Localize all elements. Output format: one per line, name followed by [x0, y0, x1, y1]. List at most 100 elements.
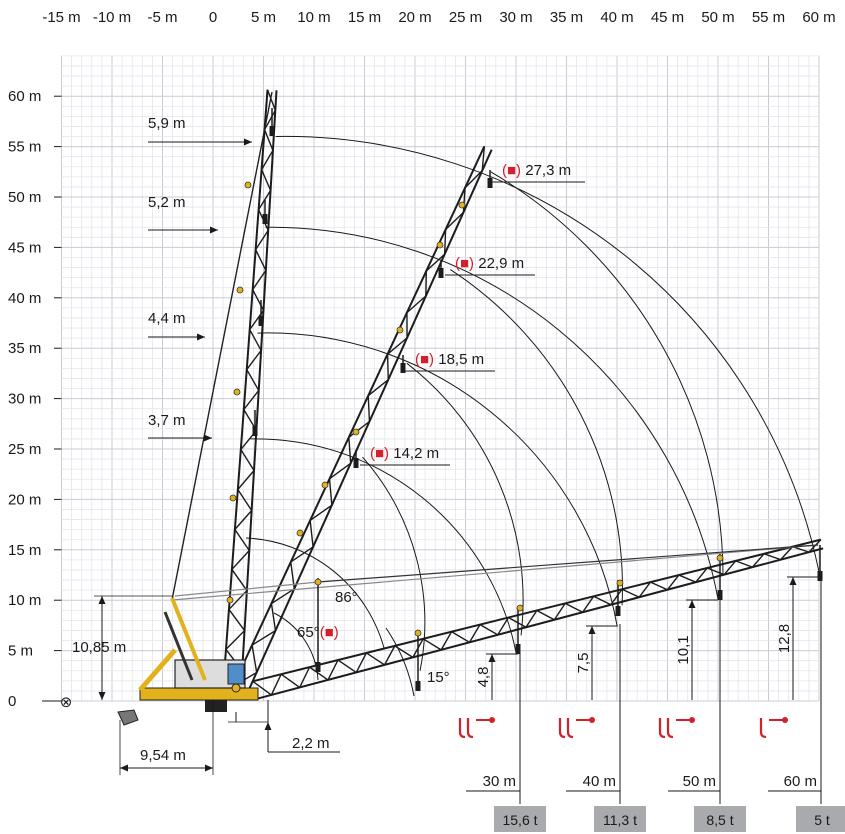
boom-lacing — [763, 553, 781, 561]
boom-drawings — [117, 89, 824, 726]
hook-block — [817, 571, 823, 581]
hook-indicator-dot — [689, 717, 695, 723]
inclined-boom — [231, 145, 493, 694]
boom-lacing — [564, 602, 583, 613]
x-tick-label: 55 m — [752, 9, 785, 26]
load-tag — [594, 806, 646, 832]
boom-lacing — [553, 602, 566, 621]
pivot-offset-label: 2,2 m — [292, 735, 330, 752]
radius-arc — [450, 269, 623, 606]
pendant-rope — [171, 91, 273, 601]
boom-lacing — [309, 520, 314, 548]
load-tag-label: 8,5 t — [706, 812, 733, 828]
hook-indicator-mark — [566, 718, 574, 739]
pivot-offset-arrowhead — [264, 722, 272, 730]
boom-lacing — [593, 595, 612, 606]
boom-lacing — [252, 680, 272, 696]
x-tick-label: -5 m — [148, 9, 178, 26]
boom-lacing — [723, 560, 737, 576]
boom-lacing — [508, 616, 527, 628]
red-marker: (■) — [455, 255, 474, 272]
boom-lacing — [367, 395, 371, 422]
boom-lacing — [263, 109, 276, 131]
boom-joint — [458, 201, 466, 209]
boom-lacing — [234, 529, 250, 551]
boom-lacing — [425, 253, 446, 272]
x-tick-label: -10 m — [93, 9, 131, 26]
y-tick-label: 55 m — [8, 139, 41, 156]
boom-lacing — [237, 470, 255, 490]
hook-height-label: 7,5 — [575, 653, 592, 674]
hook-block — [262, 214, 268, 224]
boom-lacing — [780, 546, 793, 561]
hook-block — [269, 126, 275, 136]
hook-indicator-dot — [589, 717, 595, 723]
radius-arc — [275, 136, 820, 573]
hook-block — [400, 363, 406, 373]
mast-leg — [163, 611, 194, 681]
boom-lacing — [225, 630, 246, 650]
red-marker: (■) — [320, 624, 339, 641]
x-tick-label: -15 m — [42, 9, 80, 26]
boom-joint — [233, 388, 241, 396]
boom-joint — [314, 578, 322, 586]
hook-block — [315, 662, 321, 672]
boom-lacing — [650, 581, 668, 591]
boom-joint — [352, 428, 360, 436]
hook-block — [717, 590, 723, 600]
radius-label: 50 m — [683, 773, 716, 790]
hook-height-arrowhead — [588, 626, 596, 634]
boom-lacing — [678, 574, 697, 583]
boom-lacing — [327, 659, 339, 681]
boom-lacing — [271, 588, 295, 605]
y-tick-label: 15 m — [8, 542, 41, 559]
hook-indicator-mark — [466, 718, 474, 739]
cab-window — [227, 663, 245, 685]
x-tick-label: 30 m — [499, 9, 532, 26]
pivot-height-arrowhead — [98, 692, 106, 700]
annotations: 5,9 m5,2 m4,4 m3,7 m(■) 27,3 m(■) 22,9 m… — [60, 115, 845, 832]
pivot-height-arrowhead — [98, 596, 106, 604]
boom-lacing — [255, 249, 267, 271]
hook-indicator-mark — [759, 718, 767, 739]
boom-lacing — [792, 546, 810, 553]
boom-lacing — [451, 631, 470, 643]
radius-arc — [406, 362, 524, 636]
boom-lacing — [309, 666, 329, 681]
boom-chord — [222, 89, 269, 690]
boom-joint — [616, 579, 624, 587]
boom-lacing — [299, 666, 311, 688]
boom-lacing — [252, 269, 267, 290]
boom-lacing — [270, 603, 277, 631]
boom-lacing — [246, 350, 262, 370]
luffing-height-label: (■) 18,5 m — [415, 351, 484, 368]
boom-lacing — [329, 462, 352, 480]
angle-label-65: 65°(■) — [297, 624, 339, 641]
boom-lacing — [443, 229, 447, 255]
boom-joint — [321, 481, 329, 489]
red-marker: (■) — [502, 162, 521, 179]
radius-arc — [362, 456, 426, 671]
boom-lacing — [386, 354, 389, 380]
hook-block — [353, 458, 359, 468]
boom-lacing — [582, 595, 595, 613]
outrigger-arm — [138, 648, 177, 692]
load-tag — [494, 806, 546, 832]
boom-lacing — [348, 420, 370, 438]
boom-lacing — [735, 560, 753, 568]
boom-lacing — [260, 169, 272, 191]
boom-lacing — [525, 610, 538, 628]
boom-lacing — [251, 644, 258, 673]
boom-pivot — [231, 683, 241, 693]
boom-joint — [414, 629, 422, 637]
hook-block — [415, 681, 421, 691]
radius-arc — [257, 332, 618, 626]
angle-arc-86 — [245, 537, 385, 649]
crane-carrier — [117, 597, 259, 726]
x-tick-label: 10 m — [297, 9, 330, 26]
hook-block — [438, 268, 444, 278]
boom-lacing — [468, 624, 481, 643]
tail-radius-arrowhead — [120, 764, 128, 772]
hook-indicator-mark — [658, 718, 666, 739]
y-tick-label: 30 m — [8, 391, 41, 408]
